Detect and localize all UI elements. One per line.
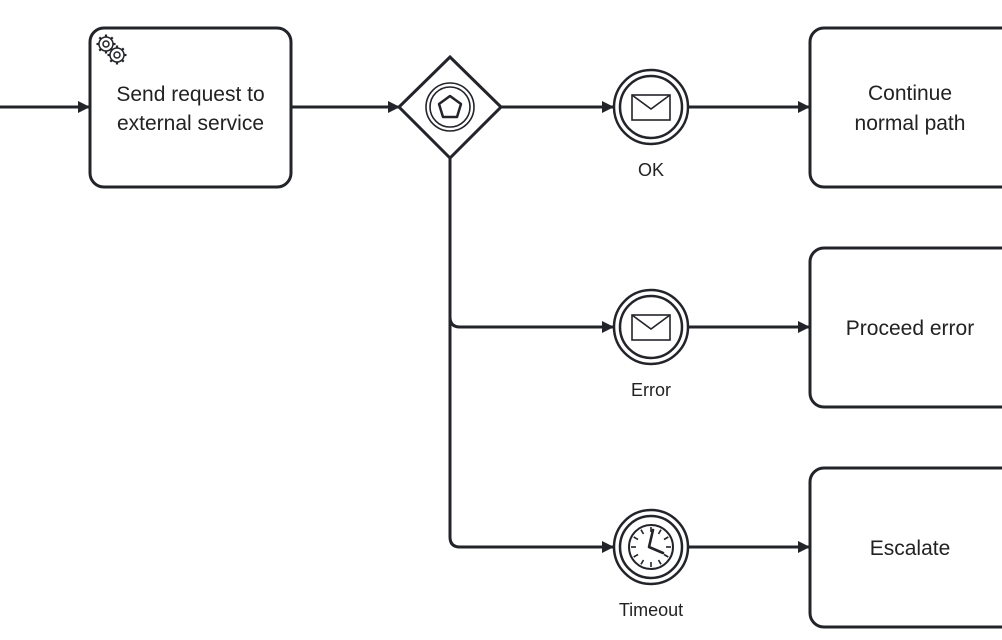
event-error[interactable]: Error bbox=[612, 288, 690, 400]
envelope-icon bbox=[631, 314, 671, 341]
sequence-flows bbox=[0, 101, 810, 553]
task-escalate[interactable]: Escalate bbox=[808, 466, 1002, 629]
envelope-icon bbox=[631, 94, 671, 121]
pentagon-icon bbox=[425, 82, 475, 132]
task-send-label-line2: external service bbox=[117, 112, 264, 135]
flow-gateway-to-error[interactable] bbox=[448, 158, 614, 333]
event-error-label: Error bbox=[631, 380, 671, 400]
clock-icon bbox=[628, 524, 674, 570]
event-based-gateway[interactable] bbox=[396, 54, 504, 161]
task-send-label-line1: Send request to bbox=[116, 83, 264, 106]
task-continue-label-line1: Continue bbox=[868, 82, 952, 105]
event-ok[interactable]: OK bbox=[612, 68, 690, 180]
task-send-request[interactable]: Send request to external service bbox=[88, 26, 293, 189]
task-proceed-error-label: Proceed error bbox=[846, 317, 974, 340]
task-continue-label-line2: normal path bbox=[855, 112, 966, 135]
gear-icon bbox=[96, 34, 127, 65]
flow-gateway-to-timeout[interactable] bbox=[448, 310, 614, 553]
task-proceed-error[interactable]: Proceed error bbox=[808, 246, 1002, 409]
event-timeout[interactable]: Timeout bbox=[612, 508, 690, 620]
task-escalate-label: Escalate bbox=[870, 537, 951, 560]
event-ok-label: OK bbox=[638, 160, 664, 180]
event-timeout-label: Timeout bbox=[619, 600, 683, 620]
task-continue[interactable]: Continue normal path bbox=[808, 26, 1002, 189]
